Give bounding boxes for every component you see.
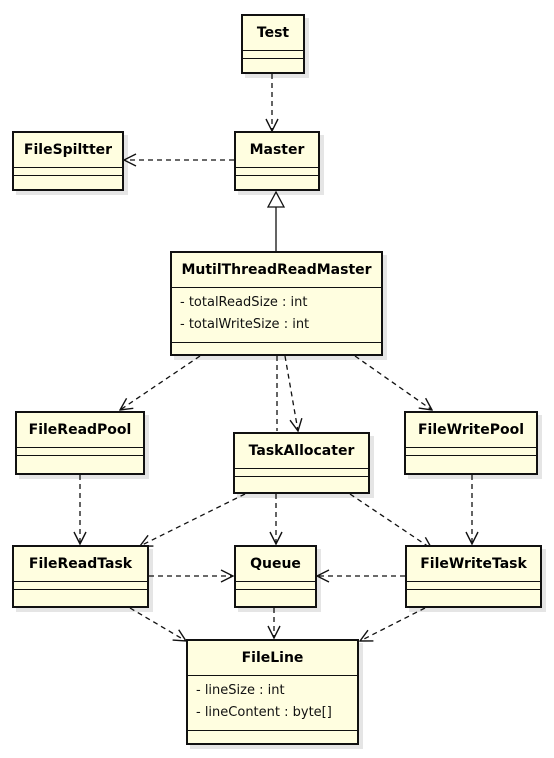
operations-compartment: [407, 590, 540, 597]
relation-filereadtask-fileline: [129, 607, 186, 641]
relation-taskallocater-filewritetask: [349, 493, 432, 549]
class-name: FileReadPool: [17, 413, 143, 448]
operations-compartment: [14, 590, 147, 597]
class-name: FileSpiltter: [14, 133, 122, 168]
attributes-compartment: - lineSize : int - lineContent : byte[]: [188, 676, 357, 731]
relation-mutilthreadreadmaster-filewritepool: [354, 355, 432, 410]
operations-compartment: [14, 176, 122, 183]
operations-compartment: [243, 59, 303, 66]
class-filesplitter[interactable]: FileSpiltter: [12, 131, 124, 191]
attributes-compartment: [406, 448, 536, 456]
class-test[interactable]: Test: [241, 14, 305, 74]
class-name: FileWriteTask: [407, 547, 540, 582]
class-taskallocater[interactable]: TaskAllocater: [233, 432, 370, 494]
operations-compartment: [406, 456, 536, 463]
attribute: - totalReadSize : int: [180, 295, 308, 310]
class-fileline[interactable]: FileLine - lineSize : int - lineContent …: [186, 639, 359, 745]
attributes-compartment: [243, 51, 303, 59]
class-name: FileWritePool: [406, 413, 536, 448]
class-name: FileReadTask: [14, 547, 147, 582]
class-name: TaskAllocater: [235, 434, 368, 469]
attributes-compartment: [17, 448, 143, 456]
relation-mutilthreadreadmaster-filereadpool: [120, 355, 201, 410]
attribute: - totalWriteSize : int: [180, 317, 310, 332]
class-name: MutilThreadReadMaster: [172, 253, 381, 288]
attribute: - lineContent : byte[]: [196, 705, 332, 720]
operations-compartment: [236, 590, 315, 597]
operations-compartment: [17, 456, 143, 463]
class-name: Master: [236, 133, 318, 168]
class-filewritetask[interactable]: FileWriteTask: [405, 545, 542, 608]
attributes-compartment: [236, 168, 318, 176]
class-name: Test: [243, 16, 303, 51]
operations-compartment: [236, 176, 318, 183]
attributes-compartment: - totalReadSize : int - totalWriteSize :…: [172, 288, 381, 343]
attributes-compartment: [407, 582, 540, 590]
operations-compartment: [235, 477, 368, 484]
attribute: - lineSize : int: [196, 683, 285, 698]
class-filereadpool[interactable]: FileReadPool: [15, 411, 145, 475]
relation-filewritetask-fileline: [360, 607, 426, 641]
relation-taskallocater-filereadtask: [140, 493, 246, 546]
class-name: FileLine: [188, 641, 357, 676]
class-queue[interactable]: Queue: [234, 545, 317, 608]
class-filereadtask[interactable]: FileReadTask: [12, 545, 149, 608]
class-name: Queue: [236, 547, 315, 582]
operations-compartment: [172, 343, 381, 350]
class-master[interactable]: Master: [234, 131, 320, 191]
class-filewritepool[interactable]: FileWritePool: [404, 411, 538, 475]
relation-mutilthreadreadmaster-taskallocater: [284, 355, 298, 431]
relation-mutilthreadreadmaster-master: [266, 190, 286, 251]
attributes-compartment: [14, 168, 122, 176]
attributes-compartment: [14, 582, 147, 590]
class-mutilthreadreadmaster[interactable]: MutilThreadReadMaster - totalReadSize : …: [170, 251, 383, 356]
operations-compartment: [188, 731, 357, 738]
attributes-compartment: [236, 582, 315, 590]
attributes-compartment: [235, 469, 368, 477]
